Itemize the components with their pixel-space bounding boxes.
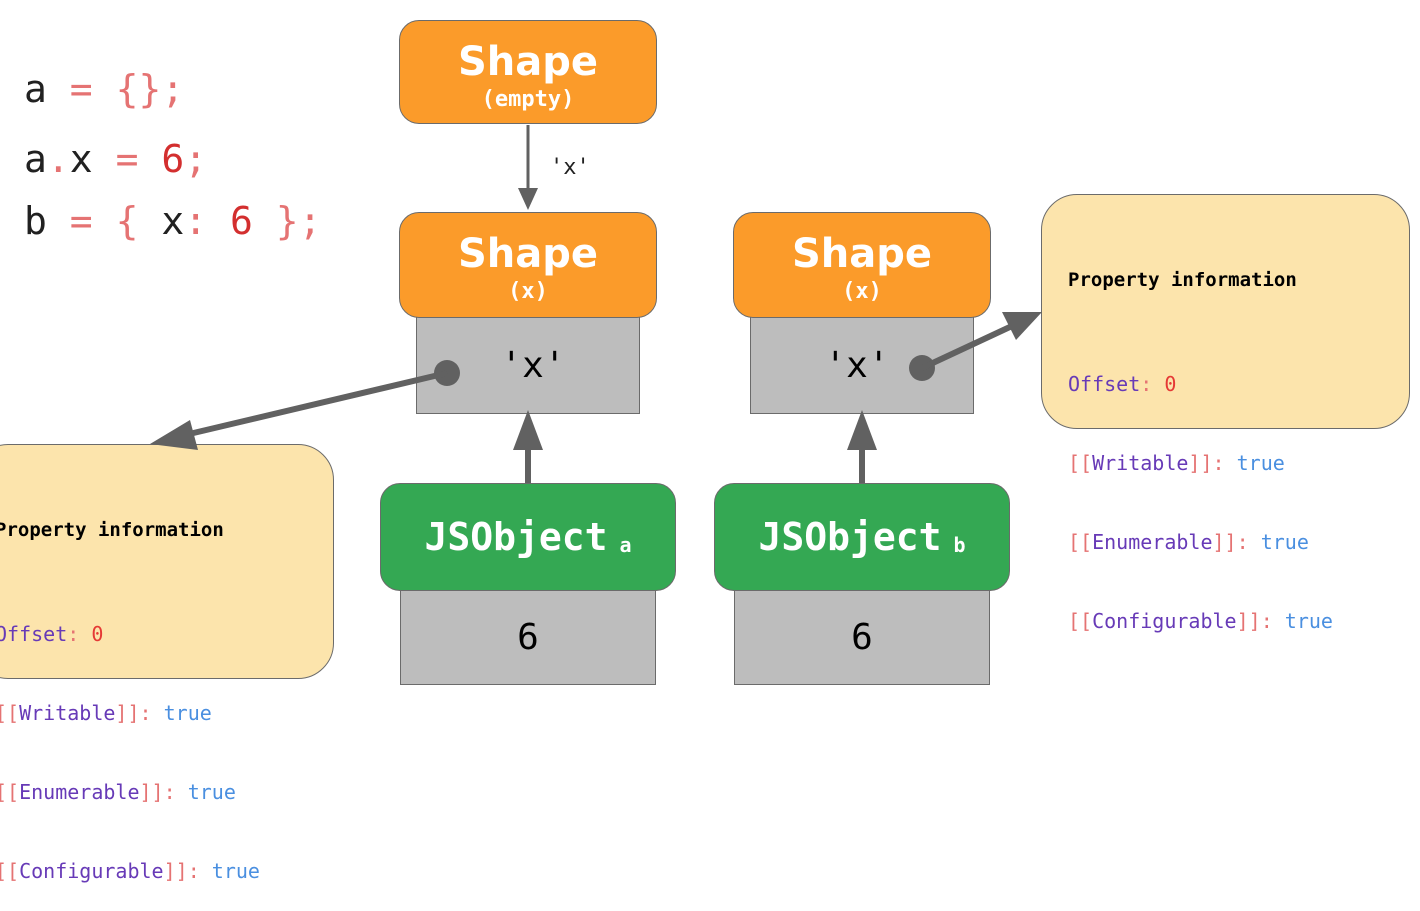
shape-x-b-subtitle: (x) (842, 279, 882, 304)
arrows-layer (150, 125, 1042, 483)
shape-x-b-title: Shape (791, 231, 933, 277)
shape-empty: Shape (empty) (399, 20, 657, 124)
code-line-3: b = { x: 6 }; (24, 199, 322, 243)
shape-x-a: Shape (x) (399, 212, 657, 318)
property-link-arrowhead-a (150, 420, 198, 450)
code-line-2: a.x = 6; (24, 137, 208, 181)
property-info-a-title: Property information (0, 519, 224, 541)
transition-arrowhead (518, 188, 538, 210)
property-info-b-configurable: [[Configurable]]: true (1068, 609, 1333, 633)
jsobject-a-name: a (619, 533, 632, 557)
property-link-arrow-a (184, 370, 448, 438)
property-info-b-offset: Offset: 0 (1068, 372, 1177, 396)
shape-empty-title: Shape (457, 39, 599, 85)
transition-label: 'x' (550, 155, 590, 180)
shape-x-a-subtitle: (x) (508, 279, 548, 304)
jsobject-b-name: b (953, 533, 966, 557)
jsobject-a: JSObject a (380, 483, 676, 591)
property-info-a-configurable: [[Configurable]]: true (0, 859, 260, 883)
property-info-b-title: Property information (1068, 269, 1297, 291)
jsobject-b-value: 6 (851, 616, 873, 658)
property-info-b-writable: [[Writable]]: true (1068, 451, 1285, 475)
jsobject-a-shape-arrowhead (513, 410, 543, 450)
jsobject-a-value: 6 (517, 616, 539, 658)
property-info-b: Property information Offset: 0 [[Writabl… (1041, 194, 1410, 633)
property-info-a-offset: Offset: 0 (0, 622, 104, 646)
code-line-1: a = {}; (24, 67, 185, 111)
shape-x-b-key: 'x' (824, 344, 890, 386)
jsobject-a-value-cell: 6 (400, 589, 656, 685)
property-link-arrowhead-b (1002, 312, 1042, 340)
shape-x-a-title: Shape (457, 231, 599, 277)
jsobject-a-title: JSObject (424, 515, 608, 559)
shape-empty-subtitle: (empty) (481, 87, 575, 112)
jsobject-b-title: JSObject (758, 515, 942, 559)
shape-x-a-key: 'x' (500, 344, 566, 386)
property-info-a-enumerable: [[Enumerable]]: true (0, 780, 236, 804)
jsobject-b: JSObject b (714, 483, 1010, 591)
property-link-arrow-b (920, 323, 1014, 371)
jsobject-b-value-cell: 6 (734, 589, 990, 685)
property-info-b-enumerable: [[Enumerable]]: true (1068, 530, 1309, 554)
jsobject-b-shape-arrowhead (847, 410, 877, 450)
shape-x-b: Shape (x) (733, 212, 991, 318)
